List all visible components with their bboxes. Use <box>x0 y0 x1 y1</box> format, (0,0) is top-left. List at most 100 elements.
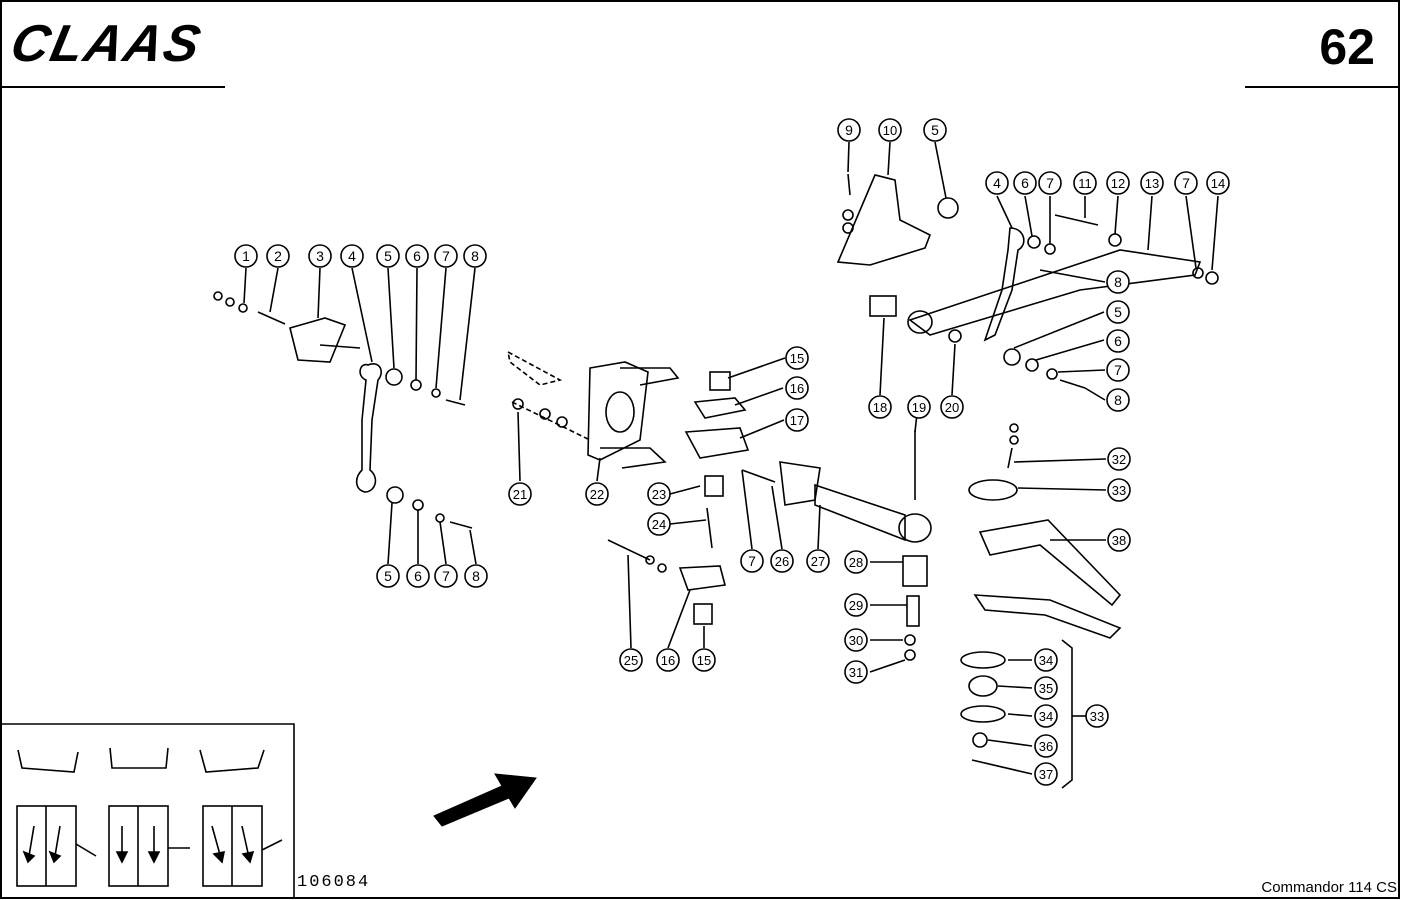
callout-circle <box>785 376 809 400</box>
washer-part <box>412 499 424 511</box>
callout-26: 26 <box>770 549 794 573</box>
callout-5: 5 <box>376 564 400 588</box>
callout-22: 22 <box>585 482 609 506</box>
arm-boss-part <box>898 513 932 543</box>
washer-part <box>1192 267 1204 279</box>
callout-label: 6 <box>1021 175 1029 191</box>
callout-circle <box>434 564 458 588</box>
callout-circle <box>1106 358 1130 382</box>
pin-part <box>319 344 361 349</box>
callout-25: 25 <box>619 648 643 672</box>
callout-circle <box>405 244 429 268</box>
callout-29: 29 <box>844 593 868 617</box>
disc-part <box>960 705 1006 723</box>
rocker-arm-part <box>983 227 1025 342</box>
boss-part <box>907 310 933 334</box>
callout-15: 15 <box>785 346 809 370</box>
callout-circle <box>376 564 400 588</box>
callout-circle <box>1085 704 1109 728</box>
callout-35: 35 <box>1034 676 1058 700</box>
callout-label: 31 <box>849 665 863 680</box>
callout-6: 6 <box>405 244 429 268</box>
callout-label: 29 <box>849 598 863 613</box>
callout-21: 21 <box>508 482 532 506</box>
callout-34: 34 <box>1034 648 1058 672</box>
callout-label: 16 <box>661 653 675 668</box>
callout-circle <box>770 549 794 573</box>
washer-part <box>645 555 655 565</box>
callout-label: 34 <box>1039 653 1053 668</box>
callout-label: 4 <box>348 248 356 264</box>
callout-circle <box>1107 447 1131 471</box>
callout-label: 22 <box>590 487 604 502</box>
bolt-part <box>847 173 851 196</box>
callout-circle <box>692 648 716 672</box>
callout-11: 11 <box>1073 171 1097 195</box>
exploded-parts <box>213 141 1219 789</box>
frame-yoke-part <box>973 594 1122 639</box>
callout-19: 19 <box>907 395 931 419</box>
callout-circle <box>585 482 609 506</box>
washer-part <box>431 388 441 398</box>
bushing-part <box>386 486 404 504</box>
washer-part <box>435 513 445 523</box>
callout-label: 2 <box>274 248 282 264</box>
callout-label: 17 <box>790 413 804 428</box>
callout-label: 3 <box>316 248 324 264</box>
callout-4: 4 <box>985 171 1009 195</box>
leader-lines <box>627 554 705 649</box>
callout-circle <box>434 244 458 268</box>
callout-5: 5 <box>1106 300 1130 324</box>
callout-7: 7 <box>434 244 458 268</box>
callout-label: 5 <box>384 248 392 264</box>
callout-10: 10 <box>878 118 902 142</box>
callout-circle <box>1013 171 1037 195</box>
callout-circle <box>647 512 671 536</box>
bushing-part <box>869 295 897 317</box>
washer-part <box>225 297 235 307</box>
brand-logo: CLAAS <box>5 15 208 73</box>
callout-31: 31 <box>844 660 868 684</box>
callout-circle <box>463 244 487 268</box>
callout-circle <box>844 660 868 684</box>
nut-part <box>556 416 568 428</box>
callout-label: 18 <box>873 400 887 415</box>
callout-33: 33 <box>1085 704 1109 728</box>
bushing-part <box>704 475 724 497</box>
callout-circle <box>1106 171 1130 195</box>
dashed-shaft-part <box>506 350 563 386</box>
header-tilt-right-icon <box>199 749 265 773</box>
callout-circle <box>1034 762 1058 786</box>
stud-part <box>706 507 713 549</box>
callout-6: 6 <box>1013 171 1037 195</box>
callout-8: 8 <box>463 244 487 268</box>
callout-label: 13 <box>1145 176 1159 191</box>
axis-line-part <box>511 401 591 441</box>
callout-label: 36 <box>1039 739 1053 754</box>
callout-5: 5 <box>376 244 400 268</box>
callout-label: 7 <box>442 248 450 264</box>
washer-part <box>948 329 962 343</box>
callout-label: 7 <box>1046 175 1054 191</box>
callout-label: 10 <box>883 123 897 138</box>
callout-circle <box>1107 478 1131 502</box>
callout-30: 30 <box>844 628 868 652</box>
callout-circle <box>508 482 532 506</box>
callout-circle <box>376 244 400 268</box>
bolt-part <box>445 399 466 406</box>
frame-yoke-part <box>978 519 1122 607</box>
callout-33: 33 <box>1107 478 1131 502</box>
callout-label: 5 <box>931 122 939 138</box>
callout-label: 5 <box>1114 304 1122 320</box>
leader-lines <box>847 141 947 199</box>
callout-label: 1 <box>242 248 250 264</box>
callout-label: 6 <box>1114 333 1122 349</box>
nut-part <box>657 563 667 573</box>
callout-label: 5 <box>384 568 392 584</box>
callout-label: 34 <box>1039 709 1053 724</box>
callout-circle <box>806 549 830 573</box>
callout-circle <box>1107 528 1131 552</box>
hub-flange-part <box>968 479 1018 501</box>
support-bracket-part <box>836 174 932 266</box>
